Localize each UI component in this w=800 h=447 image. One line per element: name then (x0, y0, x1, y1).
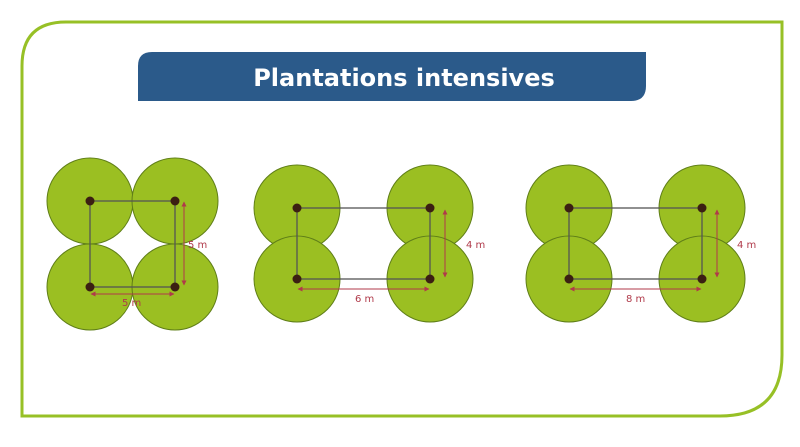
spacing-y-label: 4 m (466, 240, 485, 251)
frame-border (20, 20, 784, 418)
layout-8x4: 4 m 8 m (525, 164, 756, 323)
page-title: Plantations intensives (253, 64, 555, 92)
spacing-x-label: 8 m (626, 294, 645, 305)
spacing-x-label: 6 m (355, 294, 374, 305)
tree-trunk (170, 196, 180, 206)
title-banner (138, 52, 646, 101)
spacing-y-label: 4 m (737, 240, 756, 251)
tree-trunk (697, 274, 707, 284)
tree-trunk (564, 203, 574, 213)
layout-6x4: 4 m 6 m (253, 164, 485, 323)
tree-trunk (425, 203, 435, 213)
tree-trunk (564, 274, 574, 284)
tree-trunk (697, 203, 707, 213)
spacing-rectangle (568, 207, 703, 280)
spacing-square (89, 200, 176, 288)
spacing-x-label: 5 m (122, 298, 141, 309)
tree-trunk (292, 203, 302, 213)
tree-trunk (292, 274, 302, 284)
tree-trunk (85, 196, 95, 206)
tree-trunk (425, 274, 435, 284)
tree-trunk (85, 282, 95, 292)
tree-trunk (170, 282, 180, 292)
layout-5x5: 5 m 5 m (46, 157, 219, 331)
spacing-y-label: 5 m (188, 240, 207, 251)
spacing-rectangle (296, 207, 431, 280)
